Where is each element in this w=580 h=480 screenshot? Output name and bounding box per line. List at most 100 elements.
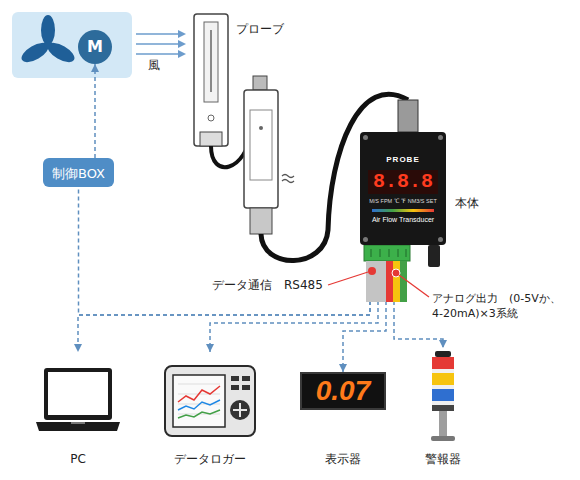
wind-arrows [178,30,186,38]
signal-connector [343,245,386,372]
signal-connector [210,245,378,352]
data-logger-icon [233,403,247,417]
wind-arrows [136,30,186,58]
cable-break-symbol [282,180,294,183]
probe-head [210,30,212,92]
stack-light-icon [432,369,454,373]
data-logger-icon [165,366,255,436]
stack-light-icon [439,411,447,437]
data-logger-icon [160,352,260,444]
probe-handle [250,208,272,234]
screw [363,237,368,242]
fan-blades [19,39,52,66]
probe-head [204,22,218,102]
product-name: Air Flow Transducer [372,215,434,224]
stack-light-icon [432,357,454,369]
motor-circle: M [78,30,112,64]
callout-label: データ通信 RS485 [212,278,323,293]
data-logger-icon [178,400,220,410]
stack-light-icon [418,348,468,444]
probe-head [194,14,228,146]
led-display: 8.8.8 [368,170,438,194]
signal-connector [79,187,371,315]
wind-arrows [178,40,186,48]
cable-gland [428,245,440,267]
stack-light-icon [431,436,455,441]
fan-blades [19,15,78,66]
device-label: 表示器 [325,452,361,467]
screw [438,237,443,242]
data-logger-icon [231,385,239,390]
data-logger-icon [230,400,250,420]
terminal-block [371,249,406,257]
callout-label: アナログ出力 (0-5Vか、 4-20mA)×3系統 [432,291,574,321]
stack-light-icon [432,405,454,411]
terminal-block [364,245,410,261]
display-digits: 0.07 [300,372,386,410]
callout-label: 風 [148,58,160,73]
leader-lines [328,272,368,285]
brand-logo: PROBE [386,155,419,165]
cable-break-symbol [282,175,294,183]
fan-blades [41,15,55,45]
stack-light-icon [432,389,454,401]
data-logger-icon [173,375,225,427]
cable-break-symbol [282,175,294,178]
signal-wires [393,261,400,302]
stack-light-icon [432,385,454,389]
signal-connector [94,64,96,158]
control-box-label: 制御BOX [52,166,105,181]
signal-wires [368,267,376,275]
signal-connector [78,245,370,352]
signal-wires [386,261,393,302]
callout-label: 本体 [455,196,479,211]
color-bar [372,209,434,212]
probe-handle [259,126,263,130]
wind-arrows [136,53,179,55]
stack-light-icon [435,351,451,357]
signal-wires [366,261,407,302]
laptop-icon [36,422,120,431]
screw [438,135,443,140]
wind-arrows [178,50,186,58]
data-logger-icon [242,385,250,390]
signal-wires [392,269,400,277]
wind-arrows [136,33,179,35]
control-box: 制御BOX [43,158,114,187]
data-logger: データロガー [160,352,260,467]
data-logger-icon [242,376,250,381]
fan-blades [44,41,52,49]
motor-letter: M [87,39,103,55]
fan-box [12,12,132,78]
fan-box [12,12,132,78]
probe-handle [253,76,267,90]
data-logger-icon [178,386,220,402]
device-label: 警報器 [425,452,461,467]
laptop-icon [33,352,123,444]
probe-head [208,115,214,121]
display-unit: 0.07 表示器 [299,372,387,467]
stack-light-icon [432,401,454,405]
transducer-body: PROBE 8.8.8M/S FPM ℃ ℉ NM3/S SET Air Flow … [360,132,446,245]
signal-wires [400,261,407,302]
probe-handle [250,110,272,180]
main-cable [398,100,418,132]
laptop-icon [71,422,85,424]
probe-head [194,14,228,146]
fan-blades [45,39,78,66]
screw [363,135,368,140]
device-label: データロガー [174,452,246,467]
alarm-light: 警報器 [418,348,468,467]
unit-labels: M/S FPM ℃ ℉ NM3/S SET [369,198,437,205]
cable-gland [428,245,440,267]
data-logger-icon [178,410,220,418]
probe-handle [244,76,278,234]
probe-handle [244,90,278,208]
laptop-icon [44,368,112,420]
leader-lines [328,272,429,297]
probe-head [200,132,222,146]
terminal-block [364,245,410,261]
pc-device: PC [33,352,123,467]
wind-arrows [136,43,179,45]
laptop-icon [48,372,108,415]
